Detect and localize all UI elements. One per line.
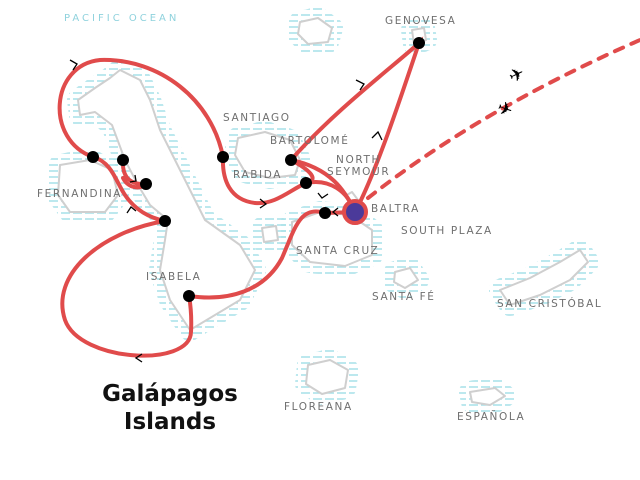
flight-path bbox=[366, 38, 640, 200]
direction-arrow bbox=[69, 59, 78, 71]
map-title: Galápagos Islands bbox=[80, 380, 260, 436]
direction-arrow bbox=[371, 130, 383, 141]
direction-arrow bbox=[331, 207, 339, 217]
ocean-label: PACIFIC OCEAN bbox=[64, 13, 179, 24]
label-santa-cruz: SANTA CRUZ bbox=[296, 245, 379, 257]
airplane-icon: ✈ bbox=[506, 63, 528, 88]
stop-rabida bbox=[300, 177, 312, 189]
label-south-plaza: SOUTH PLAZA bbox=[401, 225, 493, 237]
direction-arrow bbox=[259, 198, 268, 209]
island-floreana bbox=[305, 359, 349, 395]
stop-santa-cruz bbox=[319, 207, 331, 219]
island-santiago bbox=[234, 131, 301, 179]
islands bbox=[57, 17, 589, 406]
label-seymour: SEYMOUR bbox=[327, 166, 390, 178]
label-santiago: SANTIAGO bbox=[223, 112, 291, 124]
island-pinzon bbox=[261, 225, 279, 243]
stop bbox=[140, 178, 152, 190]
direction-arrow bbox=[134, 353, 143, 363]
label-baltra: BALTRA bbox=[371, 203, 420, 215]
label-espanola: ESPAÑOLA bbox=[457, 410, 525, 423]
direction-arrow bbox=[355, 79, 365, 91]
label-floreana: FLOREANA bbox=[284, 401, 353, 413]
label-santa-fe: SANTA FÉ bbox=[372, 290, 436, 303]
stop bbox=[117, 154, 129, 166]
map-title-line1: Galápagos bbox=[102, 381, 238, 407]
place-labels: GENOVESA SANTIAGO BARTOLOMÉ NORTH SEYMOU… bbox=[37, 15, 602, 423]
label-san-cristobal: SAN CRISTÓBAL bbox=[497, 297, 602, 310]
label-fernandina: FERNANDINA bbox=[37, 188, 122, 200]
stop bbox=[87, 151, 99, 163]
island-north bbox=[297, 17, 333, 45]
stops bbox=[87, 37, 425, 302]
island-san-cristobal bbox=[499, 249, 589, 306]
airplane-icon: ✈ bbox=[494, 97, 515, 121]
map-title-line2: Islands bbox=[123, 409, 217, 435]
direction-arrow bbox=[129, 174, 137, 183]
direction-arrow bbox=[126, 206, 137, 214]
island-santa-fe bbox=[393, 267, 419, 289]
label-rabida: RABIDA bbox=[233, 169, 282, 181]
start-marker-icon bbox=[342, 199, 368, 225]
stop-genovesa bbox=[413, 37, 425, 49]
stop-isabela bbox=[183, 290, 195, 302]
island-espanola bbox=[469, 387, 506, 406]
label-north: NORTH bbox=[336, 154, 381, 166]
label-isabela: ISABELA bbox=[146, 271, 201, 283]
label-bartolome: BARTOLOMÉ bbox=[270, 134, 349, 147]
island-isabela bbox=[77, 69, 256, 331]
stop-santiago bbox=[217, 151, 229, 163]
stop-bartolome bbox=[285, 154, 297, 166]
label-genovesa: GENOVESA bbox=[385, 15, 456, 27]
direction-arrow bbox=[317, 192, 329, 199]
stop bbox=[159, 215, 171, 227]
